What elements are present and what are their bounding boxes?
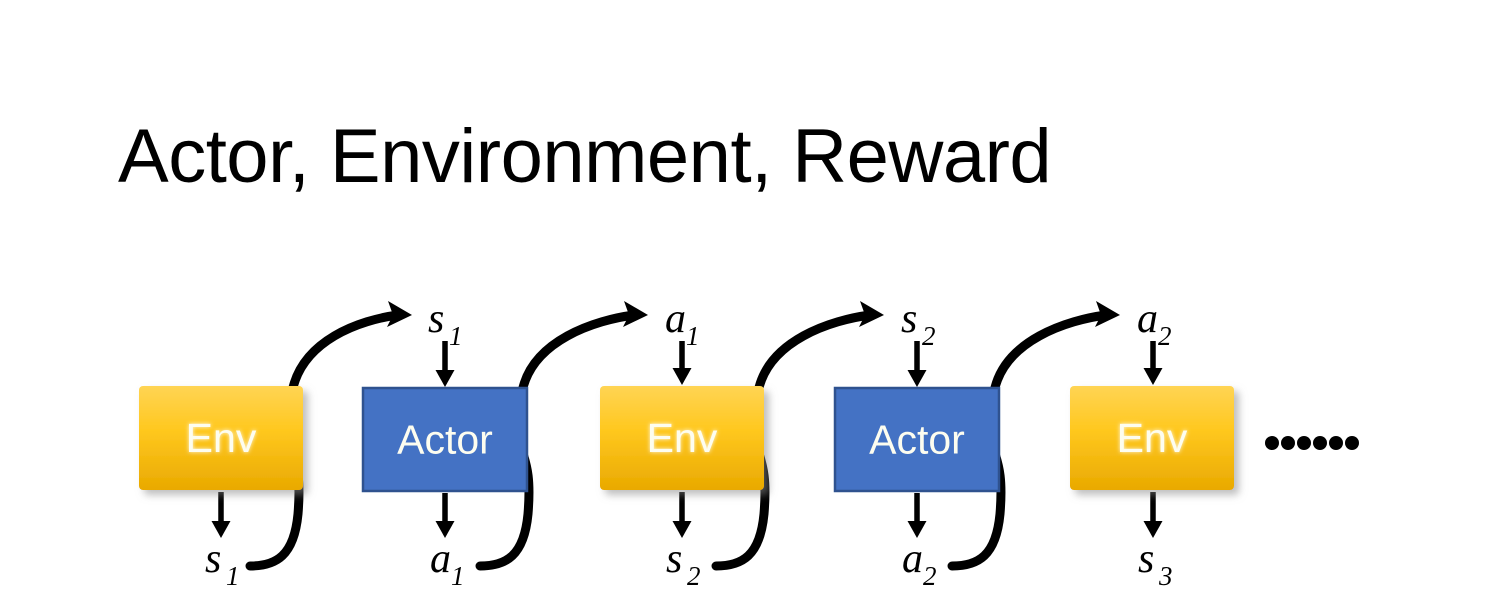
variable-base: s — [666, 536, 682, 582]
block-rect — [361, 386, 529, 493]
block-env3[interactable]: Env — [1070, 386, 1234, 490]
variable-subscript: 1 — [451, 561, 465, 591]
variable-base: a — [665, 296, 686, 342]
arrow-into-actor2-icon — [907, 341, 927, 387]
variable-subscript: 1 — [449, 321, 463, 351]
curve-arrow-head — [1095, 301, 1120, 327]
ellipsis-dot — [1313, 436, 1327, 450]
variable-subscript: 2 — [923, 561, 937, 591]
arrow-into-env3-icon — [1143, 341, 1163, 385]
block-actor2[interactable]: Actor — [833, 386, 1001, 493]
arrow-head — [211, 521, 231, 538]
block-label: Env — [647, 415, 718, 461]
arrow-out-env2-icon — [672, 492, 692, 538]
ellipsis-dot — [1345, 436, 1359, 450]
ellipsis-icon — [1265, 436, 1359, 450]
arrow-head — [435, 521, 455, 538]
variable-subscript: 3 — [1158, 561, 1173, 591]
block-env2[interactable]: Env — [600, 386, 764, 490]
variable-base: s — [1138, 536, 1154, 582]
arrow-out-env1-icon — [211, 492, 231, 538]
curve-arrow-head — [623, 301, 648, 327]
arrow-into-actor1-icon — [435, 341, 455, 387]
arrow-out-env3-icon — [1143, 492, 1163, 538]
block-label: Env — [1117, 415, 1188, 461]
arrow-out-actor1-icon — [435, 493, 455, 538]
arrow-head — [672, 368, 692, 385]
variable-subscript: 2 — [1158, 321, 1172, 351]
block-actor1[interactable]: Actor — [361, 386, 529, 493]
block-label: Env — [186, 415, 257, 461]
block-rect — [1070, 386, 1234, 490]
block-label: Actor — [869, 417, 965, 463]
block-rect — [833, 386, 1001, 493]
arrow-head — [1143, 521, 1163, 538]
variable-base: s — [205, 536, 221, 582]
arrow-head — [907, 521, 927, 538]
down-arrows-group — [211, 341, 1163, 538]
ellipsis-dot — [1265, 436, 1279, 450]
arrow-head — [672, 521, 692, 538]
arrow-head — [435, 370, 455, 387]
arrow-into-env2-icon — [672, 341, 692, 385]
curve-arrow-head — [387, 301, 412, 327]
variable-base: a — [1137, 296, 1158, 342]
curve-arrow-head — [859, 301, 884, 327]
ellipsis-dot — [1297, 436, 1311, 450]
blocks-group: Env Actor Env Actor Env — [139, 386, 1234, 493]
ellipsis-dot — [1281, 436, 1295, 450]
variable-base: a — [430, 536, 451, 582]
variable-subscript: 1 — [686, 321, 700, 351]
arrow-head — [1143, 368, 1163, 385]
variable-base: a — [902, 536, 923, 582]
variable-subscript: 2 — [922, 321, 936, 351]
block-rect — [139, 386, 303, 490]
page-title: Actor, Environment, Reward — [118, 114, 1052, 199]
variable-subscript: 2 — [687, 561, 701, 591]
arrow-head — [907, 370, 927, 387]
arrow-out-actor2-icon — [907, 493, 927, 538]
block-label: Actor — [397, 417, 493, 463]
block-env1[interactable]: Env — [139, 386, 303, 490]
variable-subscript: 1 — [226, 561, 240, 591]
variable-base: s — [428, 296, 444, 342]
block-rect — [600, 386, 764, 490]
ellipsis-dot — [1329, 436, 1343, 450]
variable-base: s — [901, 296, 917, 342]
